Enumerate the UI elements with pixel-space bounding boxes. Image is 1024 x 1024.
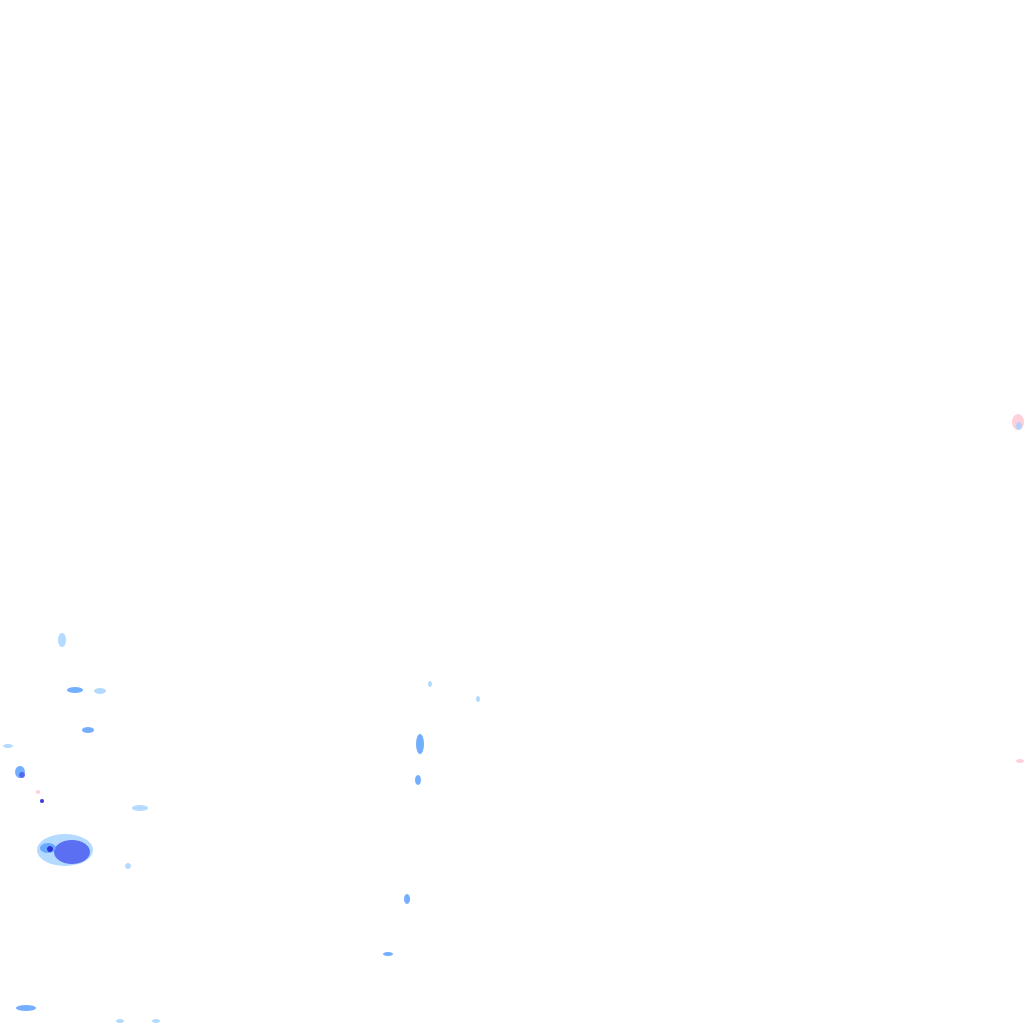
precipitation-cell	[132, 805, 148, 811]
precipitation-cell	[415, 775, 421, 785]
precipitation-cell	[19, 772, 25, 778]
precipitation-cell	[3, 744, 13, 748]
precipitation-cell	[383, 952, 393, 956]
precipitation-cell	[36, 790, 40, 794]
precipitation-cell	[47, 846, 53, 852]
precipitation-cell	[476, 696, 480, 702]
precipitation-cell	[1016, 422, 1022, 430]
precipitation-cell	[94, 688, 106, 694]
precipitation-cell	[1016, 759, 1024, 763]
precipitation-cell	[125, 863, 131, 869]
precipitation-cell	[404, 894, 410, 904]
precipitation-cell	[82, 727, 94, 733]
precipitation-cell	[16, 1005, 36, 1011]
precipitation-cell	[428, 681, 432, 687]
precipitation-cell	[416, 734, 424, 754]
precipitation-cell	[152, 1019, 160, 1023]
precipitation-cell	[54, 840, 90, 864]
precipitation-cell	[40, 799, 44, 803]
precipitation-cell	[67, 687, 83, 693]
precipitation-layer	[3, 414, 1024, 1023]
precipitation-cell	[58, 633, 66, 647]
precipitation-cell	[116, 1019, 124, 1023]
